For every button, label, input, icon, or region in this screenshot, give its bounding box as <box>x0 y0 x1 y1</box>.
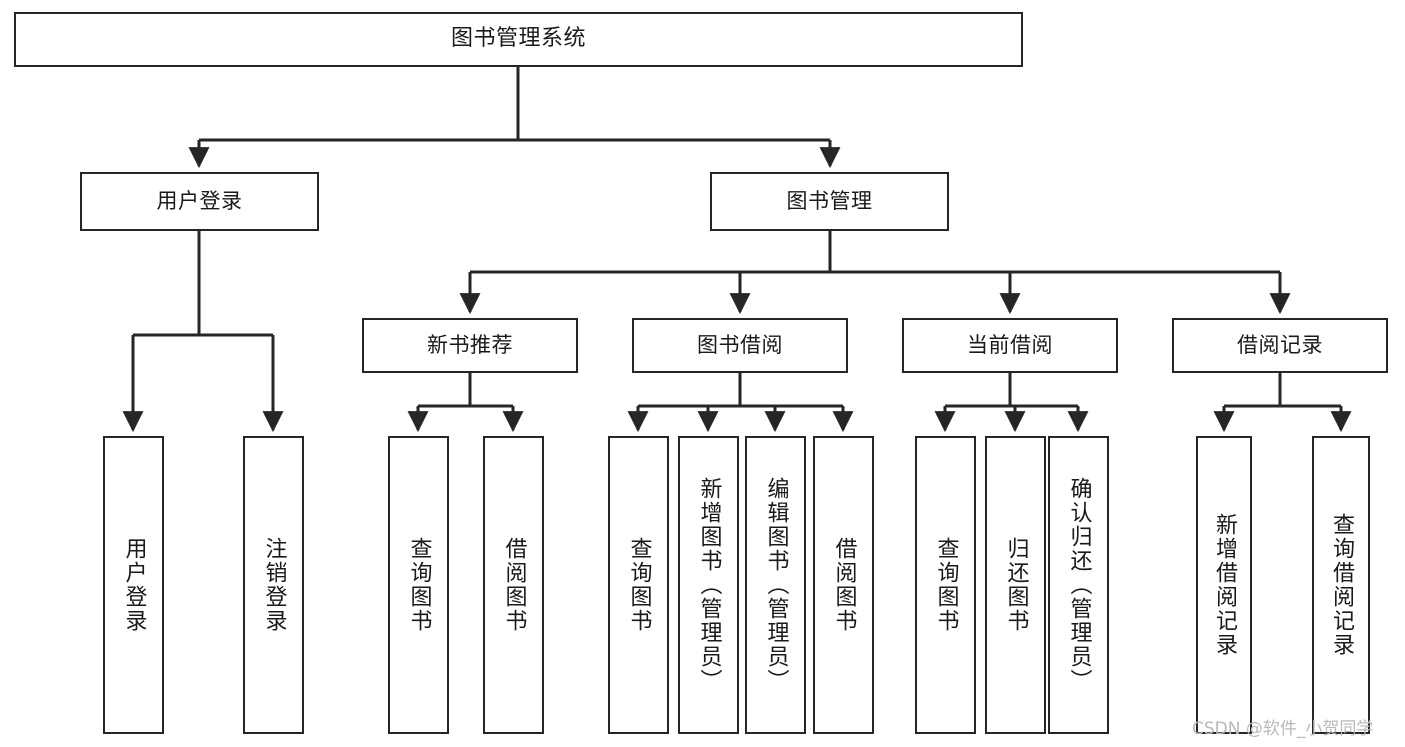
node-leaf-user-login-label: 用户登录 <box>121 537 147 633</box>
node-leaf-query-book-2-label: 查询图书 <box>626 537 652 633</box>
node-leaf-edit-book[interactable]: 编辑图书（管理员） <box>745 436 806 734</box>
node-leaf-user-login[interactable]: 用户登录 <box>103 436 164 734</box>
node-leaf-add-book[interactable]: 新增图书（管理员） <box>678 436 739 734</box>
node-user-login[interactable]: 用户登录 <box>80 172 319 231</box>
node-leaf-user-logout-label: 注销登录 <box>261 537 287 633</box>
node-leaf-query-book-1[interactable]: 查询图书 <box>388 436 449 734</box>
node-user-login-label: 用户登录 <box>156 188 243 213</box>
node-book-manage[interactable]: 图书管理 <box>710 172 949 231</box>
node-book-borrow-label: 图书借阅 <box>697 332 783 357</box>
node-leaf-query-record-label: 查询借阅记录 <box>1329 513 1354 657</box>
node-new-book-recommend[interactable]: 新书推荐 <box>362 318 578 373</box>
node-leaf-borrow-book-2-label: 借阅图书 <box>831 537 857 633</box>
node-root-label: 图书管理系统 <box>450 26 586 52</box>
node-leaf-return-book-label: 归还图书 <box>1003 537 1029 633</box>
node-leaf-query-book-3[interactable]: 查询图书 <box>915 436 976 734</box>
node-leaf-add-book-label: 新增图书（管理员） <box>696 477 722 693</box>
node-leaf-add-record-label: 新增借阅记录 <box>1212 513 1237 657</box>
node-book-manage-label: 图书管理 <box>786 188 873 213</box>
node-current-borrow[interactable]: 当前借阅 <box>902 318 1118 373</box>
node-leaf-confirm-return[interactable]: 确认归还（管理员） <box>1048 436 1109 734</box>
node-current-borrow-label: 当前借阅 <box>967 332 1053 357</box>
node-leaf-query-book-1-label: 查询图书 <box>406 537 432 633</box>
node-leaf-add-record[interactable]: 新增借阅记录 <box>1196 436 1252 734</box>
node-leaf-user-logout[interactable]: 注销登录 <box>243 436 304 734</box>
node-leaf-edit-book-label: 编辑图书（管理员） <box>763 477 789 693</box>
node-leaf-return-book[interactable]: 归还图书 <box>985 436 1046 734</box>
node-leaf-query-book-3-label: 查询图书 <box>933 537 959 633</box>
node-leaf-confirm-return-label: 确认归还（管理员） <box>1066 477 1092 693</box>
node-new-book-recommend-label: 新书推荐 <box>427 332 513 357</box>
node-borrow-record[interactable]: 借阅记录 <box>1172 318 1388 373</box>
node-leaf-borrow-book-2[interactable]: 借阅图书 <box>813 436 874 734</box>
node-borrow-record-label: 借阅记录 <box>1237 332 1323 357</box>
node-leaf-borrow-book-1-label: 借阅图书 <box>501 537 527 633</box>
node-book-borrow[interactable]: 图书借阅 <box>632 318 848 373</box>
node-leaf-borrow-book-1[interactable]: 借阅图书 <box>483 436 544 734</box>
node-leaf-query-book-2[interactable]: 查询图书 <box>608 436 669 734</box>
node-leaf-query-record[interactable]: 查询借阅记录 <box>1312 436 1370 734</box>
watermark-text: CSDN @软件_小贺同学 <box>1192 719 1374 739</box>
node-root[interactable]: 图书管理系统 <box>14 12 1023 67</box>
